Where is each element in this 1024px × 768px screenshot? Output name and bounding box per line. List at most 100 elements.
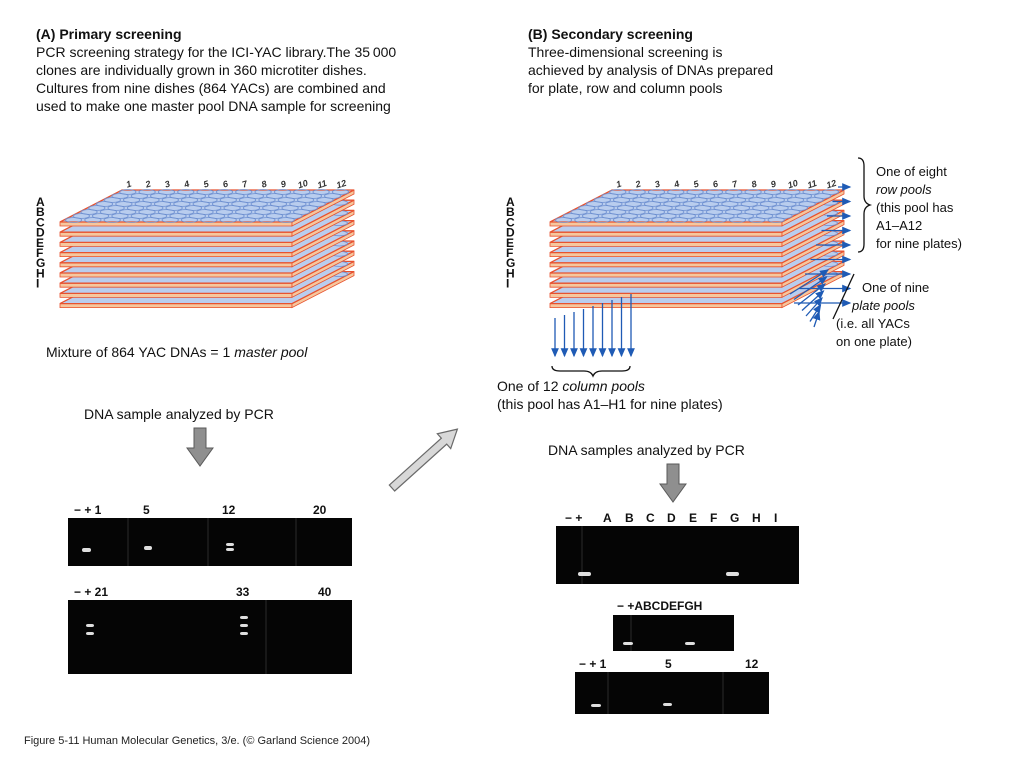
gel-a1-label-12: 12: [222, 503, 236, 517]
gel-b1-label-e: E: [689, 511, 698, 525]
row-pool-line-2: row pools: [876, 182, 932, 197]
primary-col-number-2: 2: [143, 179, 152, 190]
down-arrow-primary: [186, 427, 214, 467]
plate-pool-arrow-1: [789, 269, 830, 295]
primary-row-letter-g: G: [36, 256, 45, 270]
gel-b1-label-f: F: [710, 511, 718, 525]
primary-col-number-5: 5: [202, 178, 211, 189]
secondary-row-letter-b: B: [506, 205, 515, 219]
primary-col-number-12: 12: [335, 178, 348, 191]
gel-b3-band-2: [663, 703, 672, 706]
panel-a-desc-2: clones are individually grown in 360 mic…: [36, 62, 367, 78]
panel-b-desc-2: achieved by analysis of DNAs prepared: [528, 62, 774, 78]
plate-pool-line-4: on one plate): [836, 334, 912, 349]
column-pool-line-1: One of 12 column pools: [497, 377, 645, 395]
secondary-col-number-10: 10: [786, 178, 799, 191]
gel-a1: [68, 518, 352, 566]
primary-col-number-3: 3: [163, 179, 171, 190]
plate-pool-arrow-2: [793, 276, 828, 301]
secondary-col-number-12: 12: [825, 178, 838, 191]
panel-a-dna-sample-label: DNA sample analyzed by PCR: [84, 406, 274, 422]
secondary-row-letter-d: D: [506, 226, 515, 240]
plate-pool-arrow-4: [801, 290, 825, 311]
primary-col-number-10: 10: [296, 178, 309, 191]
gel-a2-band-2: [86, 632, 94, 635]
gel-a1-band-3: [226, 543, 234, 546]
primary-row-letter-f: F: [36, 246, 43, 260]
secondary-plate-a: [549, 189, 845, 227]
gel-a2-band-1: [86, 624, 94, 627]
secondary-row-letter-a: A: [506, 195, 515, 209]
gel-b1: [556, 526, 799, 584]
plate-stack-secondary: [549, 189, 845, 309]
secondary-col-number-11: 11: [806, 178, 818, 190]
gel-b1-band-2: [726, 572, 739, 576]
row-pool-line-4: A1–A12: [876, 218, 923, 233]
primary-col-number-8: 8: [260, 179, 268, 190]
row-pool-line-3: (this pool has: [876, 200, 954, 215]
panel-a-desc-4: used to make one master pool DNA sample …: [36, 98, 391, 114]
gel-b1-label-d: D: [667, 511, 676, 525]
secondary-col-number-2: 2: [633, 179, 642, 190]
column-pool-brace: [551, 365, 631, 378]
gel-a2: [68, 600, 352, 674]
gel-b1-label-g: G: [730, 511, 740, 525]
primary-row-letter-i: I: [36, 277, 39, 291]
secondary-row-letter-f: F: [506, 246, 513, 260]
master-pool-label: Mixture of 864 YAC DNAs = 1 master pool: [46, 343, 307, 361]
row-pool-brace: [857, 157, 873, 253]
gel-a2-band-4: [240, 624, 248, 627]
gel-b3-band-1: [591, 704, 601, 707]
primary-row-letter-e: E: [36, 236, 44, 250]
secondary-col-number-3: 3: [653, 179, 661, 190]
primary-col-number-1: 1: [125, 179, 133, 190]
gel-b2-band-2: [685, 642, 695, 645]
panel-b-desc-1: Three-dimensional screening is: [528, 44, 723, 60]
primary-row-letter-c: C: [36, 215, 45, 229]
master-pool-italic: master pool: [234, 344, 308, 360]
gel-a2-label-40: 40: [318, 585, 332, 599]
gel-b3-label-5: 5: [665, 657, 672, 671]
secondary-col-number-9: 9: [769, 179, 777, 190]
gel-b3-label-neg-pos-1: − + 1: [579, 657, 607, 671]
secondary-col-number-7: 7: [731, 178, 740, 189]
gels: [68, 518, 799, 714]
gel-b3-label-12: 12: [745, 657, 759, 671]
gel-b2-label: − +ABCDEFGH: [617, 599, 703, 613]
primary-col-number-11: 11: [316, 178, 328, 190]
gel-a1-band-4: [226, 548, 234, 551]
column-pool-arrows: [551, 294, 635, 358]
panel-a-title: (A) Primary screening: [36, 26, 182, 42]
secondary-col-number-6: 6: [711, 178, 720, 189]
gel-a1-label-20: 20: [313, 503, 327, 517]
plate-pool-brace: [832, 273, 855, 320]
secondary-col-number-1: 1: [615, 179, 623, 190]
gel-b1-label-c: C: [646, 511, 655, 525]
gel-b2-band-1: [623, 642, 633, 645]
gel-a2-label-neg-pos-21: − + 21: [74, 585, 109, 599]
secondary-col-number-5: 5: [692, 178, 701, 189]
secondary-row-letter-i: I: [506, 277, 509, 291]
down-arrow-secondary: [659, 463, 687, 503]
gel-b1-band-1: [578, 572, 591, 576]
gel-a2-band-5: [240, 632, 248, 635]
panel-b-dna-samples-label: DNA samples analyzed by PCR: [548, 442, 745, 458]
primary-col-number-7: 7: [241, 178, 250, 189]
primary-row-letter-b: B: [36, 205, 45, 219]
primary-row-letter-a: A: [36, 195, 45, 209]
gel-a1-label-neg-pos-1: − + 1: [74, 503, 102, 517]
transition-arrow: [388, 428, 459, 492]
gel-b3: [575, 672, 769, 714]
primary-col-number-4: 4: [182, 179, 191, 190]
primary-col-number-6: 6: [221, 178, 230, 189]
secondary-row-letter-h: H: [506, 266, 515, 280]
row-pool-line-5: for nine plates): [876, 236, 962, 251]
plate-pool-line-3: (i.e. all YACs: [836, 316, 910, 331]
column-pool-line-2: (this pool has A1–H1 for nine plates): [497, 396, 723, 412]
